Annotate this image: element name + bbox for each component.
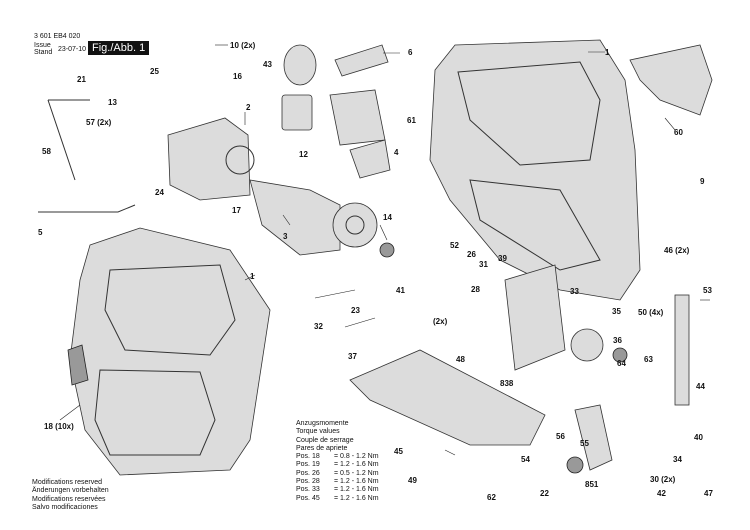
callout-61: 61 bbox=[407, 116, 416, 125]
callout-53: 53 bbox=[703, 286, 712, 295]
callout-55: 55 bbox=[580, 439, 589, 448]
callout-63: 63 bbox=[644, 355, 653, 364]
part-number: 3 601 EB4 020 bbox=[34, 33, 81, 40]
figure-label: Fig./Abb. 1 bbox=[88, 41, 150, 55]
callout-17: 17 bbox=[232, 206, 241, 215]
callout-18: 18 (10x) bbox=[44, 422, 74, 431]
torque-row: Pos. 45= 1.2 - 1.6 Nm bbox=[296, 494, 379, 502]
note-fr: Modifications reservées bbox=[32, 495, 106, 503]
note-es: Salvo modificaciones bbox=[32, 503, 98, 511]
callout-13: 13 bbox=[108, 98, 117, 107]
torque-title-fr: Couple de serrage bbox=[296, 436, 354, 444]
callout-1-right: 1 bbox=[605, 48, 610, 57]
callout-50: 50 (4x) bbox=[638, 308, 664, 317]
knob bbox=[334, 44, 389, 77]
bearing bbox=[379, 242, 395, 258]
dust-guard bbox=[283, 44, 317, 86]
callout-10: 10 (2x) bbox=[230, 41, 256, 50]
callout-34: 34 bbox=[673, 455, 682, 464]
callout-26: 26 bbox=[467, 250, 476, 259]
torque-row: Pos. 33= 1.2 - 1.6 Nm bbox=[296, 486, 379, 494]
callout-44: 44 bbox=[696, 382, 705, 391]
callout-60: 60 bbox=[674, 128, 683, 137]
callout-22: 22 bbox=[540, 489, 549, 498]
callout-2x: (2x) bbox=[433, 317, 448, 326]
torque-title-es: Pares de apriete bbox=[296, 444, 348, 452]
switch bbox=[329, 89, 386, 146]
callout-28: 28 bbox=[471, 285, 480, 294]
callout-23: 23 bbox=[351, 306, 360, 315]
callout-6: 6 bbox=[408, 48, 413, 57]
bracket bbox=[38, 204, 136, 213]
callout-64: 64 bbox=[617, 359, 626, 368]
callout-62: 62 bbox=[487, 493, 496, 502]
armature bbox=[249, 179, 341, 256]
torque-title-en: Torque values bbox=[296, 428, 340, 436]
callout-36: 36 bbox=[613, 336, 622, 345]
callout-30: 30 (2x) bbox=[650, 475, 676, 484]
callout-58: 58 bbox=[42, 147, 51, 156]
motor-field bbox=[167, 117, 251, 201]
guide-plate bbox=[504, 264, 566, 371]
callout-12: 12 bbox=[299, 150, 308, 159]
cover bbox=[629, 44, 713, 116]
callout-21: 21 bbox=[77, 75, 86, 84]
callout-43: 43 bbox=[263, 60, 272, 69]
torque-table: Anzugsmomente Torque values Couple de se… bbox=[296, 420, 379, 503]
callout-16: 16 bbox=[233, 72, 242, 81]
base-plate bbox=[349, 349, 546, 446]
callout-9: 9 bbox=[700, 177, 705, 186]
callout-39: 39 bbox=[498, 254, 507, 263]
torque-row: Pos. 28= 1.2 - 1.6 Nm bbox=[296, 478, 379, 486]
callout-14: 14 bbox=[383, 213, 392, 222]
callout-35: 35 bbox=[612, 307, 621, 316]
torque-title-de: Anzugsmomente bbox=[296, 420, 349, 427]
callout-25: 25 bbox=[150, 67, 159, 76]
plunger bbox=[674, 294, 690, 406]
callout-24: 24 bbox=[155, 188, 164, 197]
callout-41: 41 bbox=[396, 286, 405, 295]
gear bbox=[570, 328, 604, 362]
callout-56: 56 bbox=[556, 432, 565, 441]
callout-46: 46 (2x) bbox=[664, 246, 690, 255]
callout-40: 40 bbox=[694, 433, 703, 442]
callout-48: 48 bbox=[456, 355, 465, 364]
callout-33: 33 bbox=[570, 287, 579, 296]
callout-54: 54 bbox=[521, 455, 530, 464]
note-de: Änderungen vorbehalten bbox=[32, 487, 109, 495]
issue-label: Issue bbox=[34, 42, 51, 49]
issue-date: 23-07-10 bbox=[58, 46, 87, 53]
callout-851: 851 bbox=[585, 480, 599, 489]
capacitor bbox=[281, 94, 313, 131]
housing-half-right bbox=[429, 39, 641, 301]
callout-42: 42 bbox=[657, 489, 666, 498]
callout-52: 52 bbox=[450, 241, 459, 250]
torque-row: Pos. 19= 1.2 - 1.6 Nm bbox=[296, 461, 379, 469]
callout-4: 4 bbox=[394, 148, 399, 157]
callout-1-left: 1 bbox=[250, 272, 255, 281]
callout-3: 3 bbox=[283, 232, 288, 241]
housing-half-left bbox=[69, 227, 271, 476]
callout-2: 2 bbox=[246, 103, 251, 112]
callout-5: 5 bbox=[38, 228, 43, 237]
torque-row: Pos. 26= 0.5 - 1.2 Nm bbox=[296, 469, 379, 477]
modifications-notes: Modifications reserved Änderungen vorbeh… bbox=[32, 479, 109, 512]
note-en: Modifications reserved bbox=[32, 479, 103, 486]
roller-holder bbox=[574, 404, 613, 471]
callout-37: 37 bbox=[348, 352, 357, 361]
stand-label: Stand bbox=[34, 49, 53, 56]
torque-row: Pos. 18= 0.8 - 1.2 Nm bbox=[296, 453, 379, 461]
hex-key bbox=[47, 99, 90, 181]
callout-838: 838 bbox=[500, 379, 514, 388]
callout-45: 45 bbox=[394, 447, 403, 456]
callout-57: 57 (2x) bbox=[86, 118, 112, 127]
callout-31: 31 bbox=[479, 260, 488, 269]
callout-32: 32 bbox=[314, 322, 323, 331]
callout-49: 49 bbox=[408, 476, 417, 485]
callout-47: 47 bbox=[704, 489, 713, 498]
